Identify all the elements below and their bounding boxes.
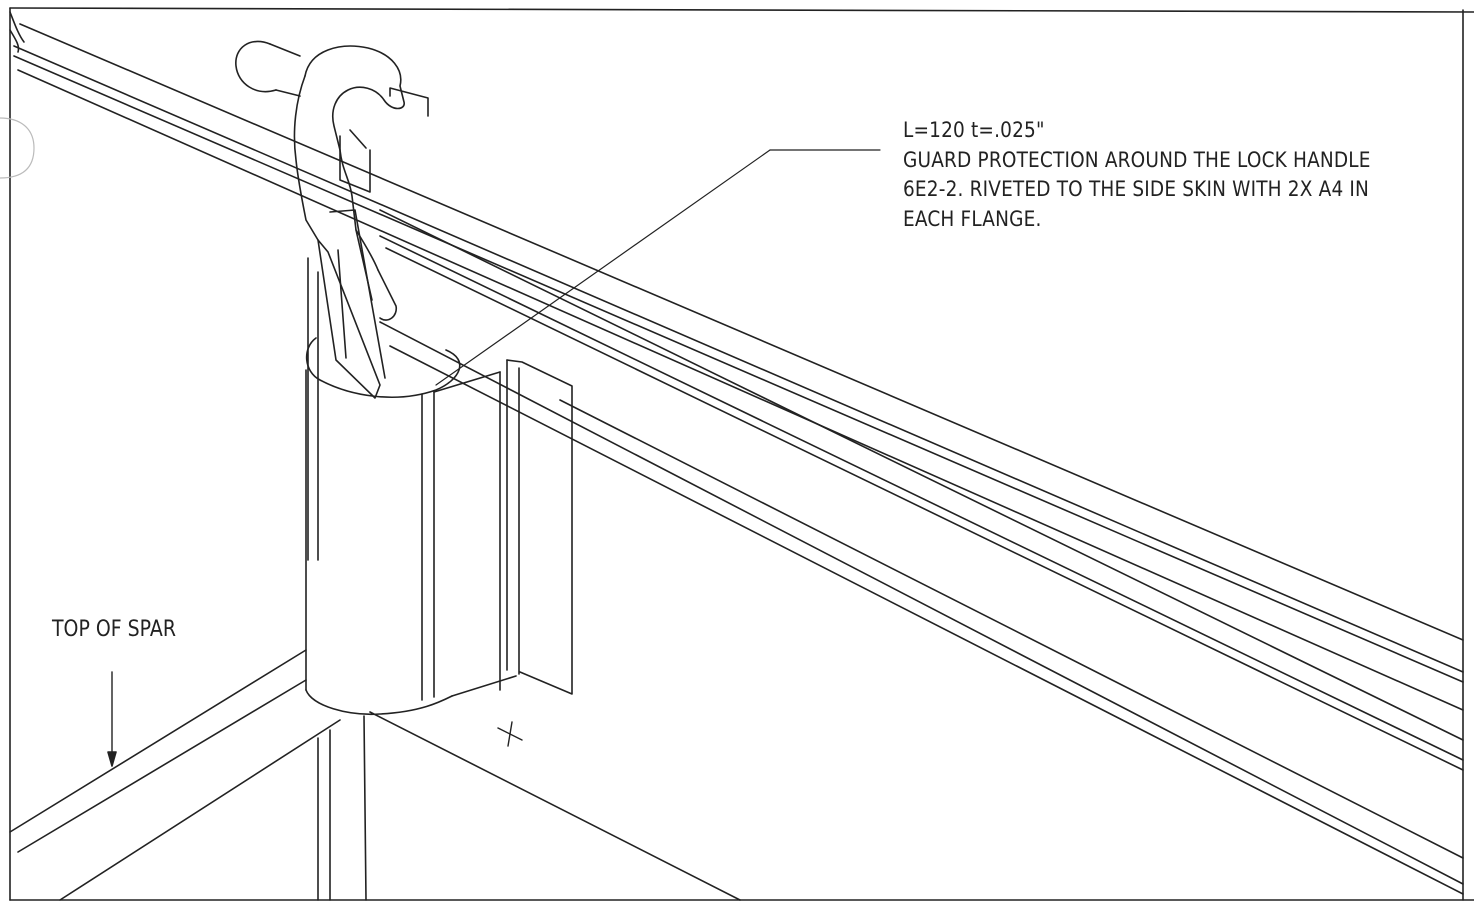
side-skin-rails: [379, 209, 1464, 895]
callout-leader: [435, 149, 881, 386]
callout-line-dimensions: L=120 t=.025": [903, 118, 1045, 143]
lock-handle-hook: [293, 45, 405, 399]
spar-arrow: [107, 671, 117, 767]
sheet-edge-notch: [0, 117, 35, 179]
callout-line-flange: EACH FLANGE.: [903, 206, 1042, 232]
lock-handle-guard: [305, 257, 573, 716]
callout-line-description: GUARD PROTECTION AROUND THE LOCK HANDLE: [903, 147, 1371, 173]
spar-structure: [9, 649, 741, 901]
rod-bracket: [339, 87, 429, 193]
drawing-frame: [9, 7, 1474, 901]
callout-line-riveting: 6E2-2. RIVETED TO THE SIDE SKIN WITH 2X …: [903, 177, 1370, 202]
guard-callout-note: L=120 t=.025" GUARD PROTECTION AROUND TH…: [903, 116, 1371, 234]
lock-rod: [9, 11, 1464, 711]
rod-end-cylinder: [235, 40, 301, 97]
center-cross-mark: [497, 721, 523, 747]
top-of-spar-label: TOP OF SPAR: [52, 617, 176, 642]
